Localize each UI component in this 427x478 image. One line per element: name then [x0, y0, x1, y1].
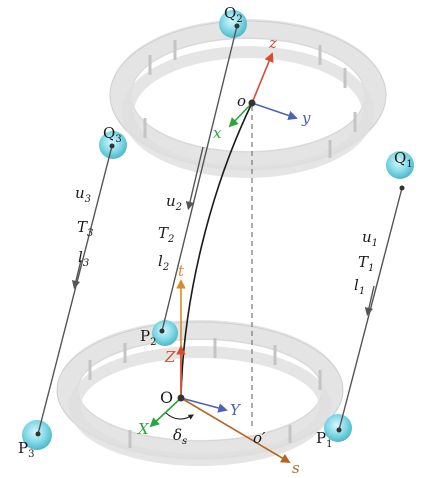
backbone-curve	[180, 102, 253, 399]
svg-text:l2: l2	[158, 252, 169, 273]
svg-text:u1: u1	[362, 228, 378, 249]
cable-3-labels: u3 T3 l3	[75, 184, 93, 269]
base-origin-dot	[177, 394, 185, 402]
label-p3: P3	[18, 439, 34, 460]
label-q3: Q3	[103, 124, 122, 145]
label-o-prime: o′	[253, 429, 266, 447]
s-axis-arrow	[180, 397, 291, 463]
label-q2: Q2	[224, 4, 243, 25]
attachment-dots	[35, 23, 405, 437]
cables	[37, 25, 403, 435]
z-axis-arrow	[251, 52, 274, 104]
cable-1	[338, 187, 403, 431]
joint-q2	[219, 10, 247, 38]
cable-2-arrow	[185, 146, 204, 211]
y-axis-arrow	[251, 102, 298, 121]
y-base-axis-arrow	[180, 397, 228, 413]
label-x: x	[213, 124, 222, 142]
top-ring-slots	[143, 40, 357, 158]
svg-text:u3: u3	[75, 184, 91, 205]
svg-text:T1: T1	[358, 253, 374, 274]
label-delta: δs	[173, 426, 187, 447]
x-base-axis-arrow	[149, 397, 182, 428]
x-axis-arrow	[228, 102, 253, 128]
cable-3	[37, 145, 113, 435]
svg-text:T3: T3	[77, 218, 93, 239]
joint-q1	[386, 151, 414, 179]
delta-angle-arc	[165, 412, 194, 420]
bottom-ring-slots	[88, 338, 322, 448]
label-z: z	[268, 34, 277, 52]
label-base-x: X	[137, 420, 150, 438]
label-s: s	[292, 459, 300, 477]
joint-p2	[152, 320, 178, 346]
cable-1-arrow	[364, 285, 375, 317]
cable-3-arrow	[71, 259, 82, 290]
svg-text:u2: u2	[166, 192, 182, 213]
label-p1: P1	[316, 429, 332, 450]
label-base-origin: O	[160, 388, 173, 407]
label-base-y: Y	[230, 401, 242, 419]
top-origin-dot	[248, 99, 256, 107]
cable-2	[161, 25, 238, 332]
label-top-origin: o	[237, 92, 246, 110]
base-frame	[149, 279, 291, 463]
svg-text:l3: l3	[78, 248, 89, 269]
label-p2: P2	[140, 327, 156, 348]
cable-2-labels: u2 T2 l2	[158, 192, 182, 273]
cable-1-labels: u1 T1 l1	[354, 228, 378, 297]
top-ring	[109, 19, 387, 178]
label-q1: Q1	[394, 149, 413, 170]
svg-text:l1: l1	[354, 276, 365, 297]
label-base-z: Z	[164, 348, 176, 366]
label-t: t	[178, 262, 185, 280]
bottom-ring	[56, 320, 344, 466]
top-frame	[228, 52, 298, 128]
svg-text:T2: T2	[158, 224, 174, 245]
label-y: y	[301, 109, 311, 127]
